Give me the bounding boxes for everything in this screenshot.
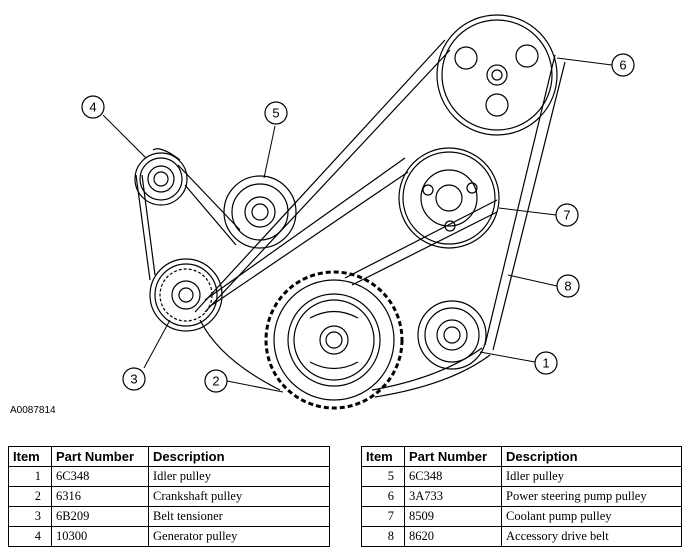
- part-number: 6C348: [404, 466, 502, 487]
- callout-label-5: 5: [272, 106, 279, 121]
- table-row: 4 10300 Generator pulley: [8, 526, 330, 547]
- item-number: 3: [8, 506, 52, 527]
- header-item: Item: [361, 446, 405, 467]
- idler-pulley-upper: [223, 175, 297, 249]
- item-number: 8: [361, 526, 405, 547]
- callout-label-1: 1: [542, 356, 549, 371]
- header-item: Item: [8, 446, 52, 467]
- coolant-pump-pulley: [398, 147, 500, 249]
- item-number: 4: [8, 526, 52, 547]
- generator-pulley: [134, 152, 188, 206]
- item-number: 1: [8, 466, 52, 487]
- part-number: 6B209: [51, 506, 149, 527]
- part-number: 8620: [404, 526, 502, 547]
- crankshaft-pulley: [264, 270, 404, 410]
- figure-id: A0087814: [10, 405, 56, 416]
- part-number: 6316: [51, 486, 149, 507]
- part-description: Coolant pump pulley: [501, 506, 682, 527]
- callout-label-4: 4: [89, 100, 96, 115]
- callout-circle-6: [611, 53, 635, 77]
- callout-circles: [81, 53, 635, 393]
- callout-circle-8: [556, 274, 580, 298]
- part-description: Accessory drive belt: [501, 526, 682, 547]
- belt-routing-diagram: 1 2 3 4 5 6 7 8: [81, 14, 635, 410]
- part-description: Idler pulley: [148, 466, 330, 487]
- header-description: Description: [501, 446, 682, 467]
- table-row: 1 6C348 Idler pulley: [8, 466, 330, 487]
- part-description: Idler pulley: [501, 466, 682, 487]
- callout-label-2: 2: [212, 374, 219, 389]
- callout-circle-3: [122, 367, 146, 391]
- table-row: 8 8620 Accessory drive belt: [361, 526, 682, 547]
- part-number: 3A733: [404, 486, 502, 507]
- item-number: 2: [8, 486, 52, 507]
- header-description: Description: [148, 446, 330, 467]
- parts-table-right: Item Part Number Description 5 6C348 Idl…: [361, 446, 682, 547]
- callout-label-8: 8: [564, 279, 571, 294]
- accessory-drive-belt: [135, 39, 566, 398]
- leader-lines: [102, 57, 613, 393]
- item-number: 7: [361, 506, 405, 527]
- parts-table-left: Item Part Number Description 1 6C348 Idl…: [8, 446, 330, 547]
- callout-label-3: 3: [130, 372, 137, 387]
- part-number: 10300: [51, 526, 149, 547]
- part-number: 6C348: [51, 466, 149, 487]
- power-steering-pump-pulley: [436, 14, 558, 136]
- callout-circle-4: [81, 95, 105, 119]
- idler-pulley-lower: [417, 300, 487, 370]
- header-part-number: Part Number: [404, 446, 502, 467]
- table-row: 6 3A733 Power steering pump pulley: [361, 486, 682, 507]
- callout-label-6: 6: [619, 58, 626, 73]
- header-part-number: Part Number: [51, 446, 149, 467]
- part-description: Generator pulley: [148, 526, 330, 547]
- table-row: 7 8509 Coolant pump pulley: [361, 506, 682, 527]
- callout-circle-5: [264, 101, 288, 125]
- item-number: 6: [361, 486, 405, 507]
- table-row: 2 6316 Crankshaft pulley: [8, 486, 330, 507]
- part-description: Belt tensioner: [148, 506, 330, 527]
- part-description: Crankshaft pulley: [148, 486, 330, 507]
- callout-circle-7: [555, 203, 579, 227]
- callout-circle-2: [204, 369, 228, 393]
- table-row: 5 6C348 Idler pulley: [361, 466, 682, 487]
- item-number: 5: [361, 466, 405, 487]
- table-row: 3 6B209 Belt tensioner: [8, 506, 330, 527]
- callout-circle-1: [534, 351, 558, 375]
- part-number: 8509: [404, 506, 502, 527]
- callout-label-7: 7: [563, 208, 570, 223]
- belt-tensioner: [149, 258, 223, 332]
- part-description: Power steering pump pulley: [501, 486, 682, 507]
